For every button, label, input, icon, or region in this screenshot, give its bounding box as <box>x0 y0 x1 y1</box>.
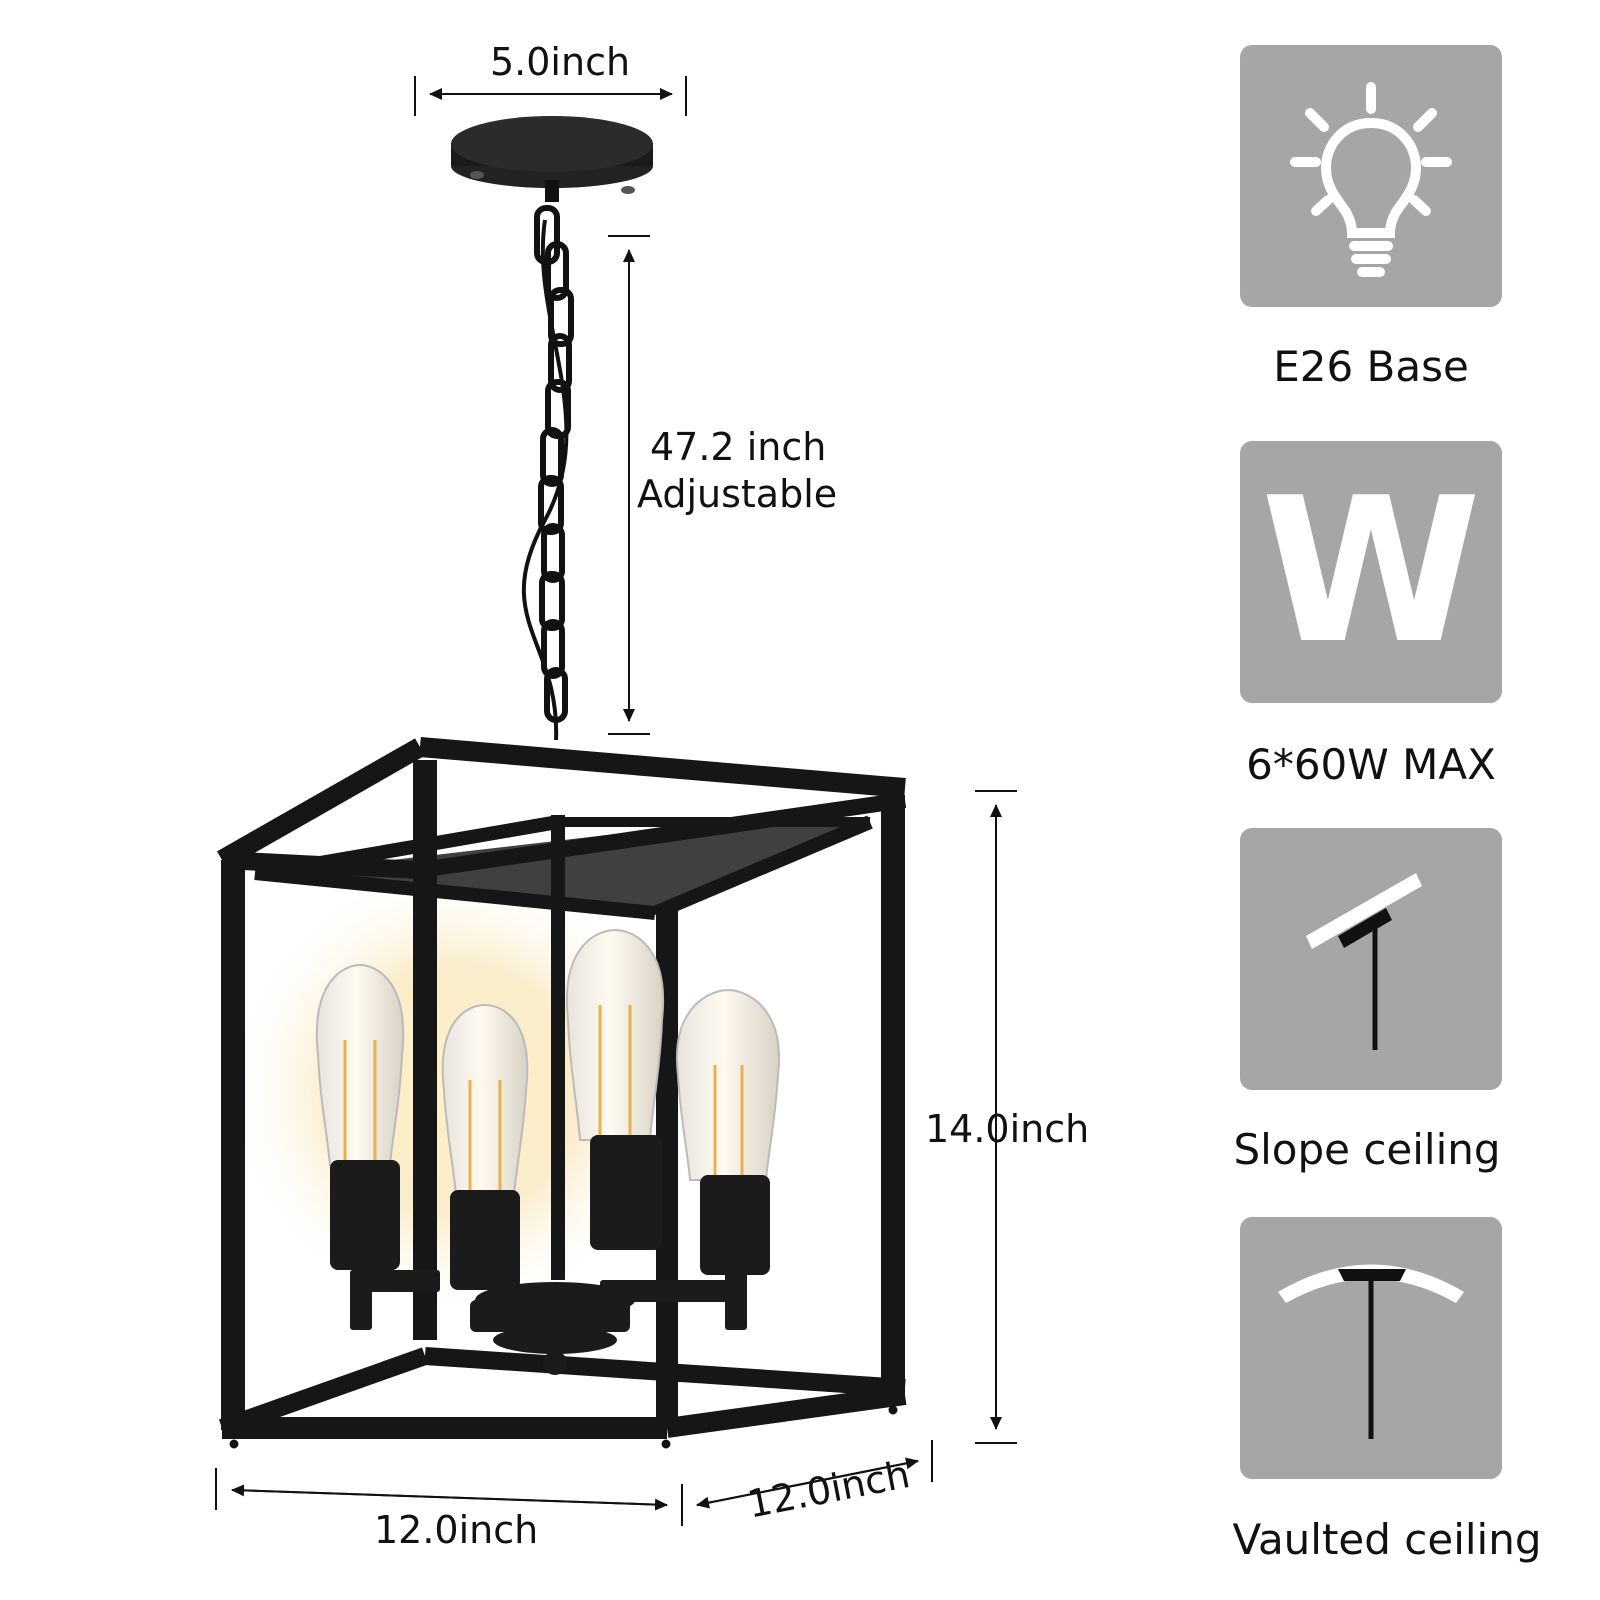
slope-ceiling-icon <box>1306 873 1422 1050</box>
height-label: 14.0inch <box>925 1107 1090 1151</box>
ceiling-canopy <box>451 116 653 202</box>
canopy-width-dimension <box>414 76 687 116</box>
feature-label-vaulted-ceiling: Vaulted ceiling <box>1232 1515 1542 1564</box>
feature-label-e26-base: E26 Base <box>1273 342 1469 391</box>
bulb-2 <box>441 1003 529 1290</box>
front-width-dimension <box>215 1468 683 1526</box>
bulb-3 <box>565 928 665 1250</box>
feature-label-wattage: 6*60W MAX <box>1246 740 1496 789</box>
chain-adjustable-label: Adjustable <box>637 472 838 516</box>
feature-label-slope-ceiling: Slope ceiling <box>1233 1125 1501 1174</box>
front-width-label: 12.0inch <box>374 1508 539 1552</box>
hanging-chain <box>521 205 574 741</box>
feature-card-e26-base <box>1240 45 1502 307</box>
chain-length-label: 47.2 inch <box>650 425 827 469</box>
light-bulb-icon <box>1290 82 1452 277</box>
feature-card-wattage: W <box>1240 441 1502 703</box>
canopy-width-label: 5.0inch <box>490 40 631 84</box>
chain-length-dimension <box>608 235 650 735</box>
vaulted-ceiling-icon <box>1278 1264 1464 1439</box>
bulb-1 <box>315 963 405 1270</box>
feature-card-vaulted-ceiling <box>1240 1217 1502 1479</box>
bulb-holder-arms <box>350 1270 747 1375</box>
side-width-dimension <box>696 1440 933 1509</box>
w-letter-icon: W <box>1260 455 1482 688</box>
feature-card-slope-ceiling <box>1240 828 1502 1090</box>
height-dimension <box>975 790 1017 1444</box>
bulb-4 <box>675 988 781 1275</box>
